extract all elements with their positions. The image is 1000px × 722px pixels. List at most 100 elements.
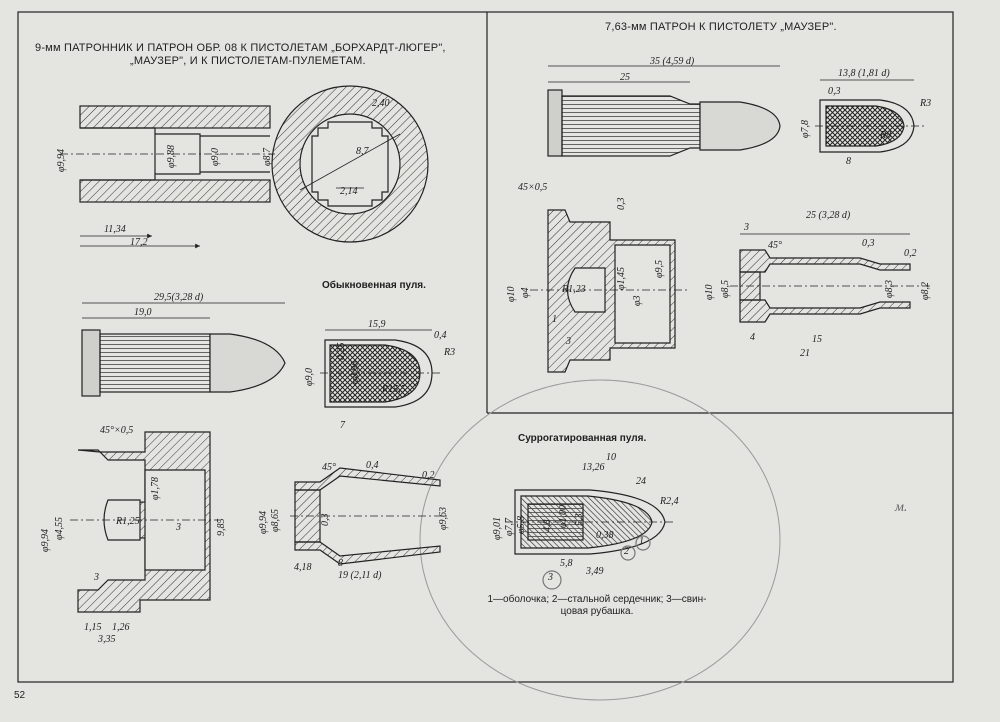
margin-note: м.: [895, 500, 908, 515]
dim-label: φ1,00: [558, 504, 569, 528]
dim-label: 11,34: [104, 224, 126, 235]
dim-label: 4,8: [542, 519, 553, 533]
right-title: 7,63-мм ПАТРОН К ПИСТОЛЕТУ „МАУЗЕР".: [605, 21, 837, 33]
dim-label: 1: [552, 314, 557, 325]
barrel-cross-section: [271, 85, 429, 243]
dim-label: R1,25: [116, 516, 140, 527]
dim-label: 8: [846, 156, 851, 167]
dim-label: 3: [744, 222, 749, 233]
dim-label: φ8,96: [350, 360, 361, 384]
dim-label: φ5,8: [516, 515, 527, 534]
dim-label: φ4: [520, 287, 531, 298]
dim-label: φ9,5: [654, 259, 665, 278]
dim-label: 15: [812, 334, 822, 345]
dim-label: φ7,7: [504, 517, 515, 536]
dim-label: R8: [880, 130, 892, 141]
dim-label: 45°×0,5: [100, 425, 134, 436]
dim-label: 2,40: [372, 98, 390, 109]
dim-label: 19,0: [134, 307, 152, 318]
dim-label: 0,4: [366, 460, 379, 471]
dim-label: 0,2: [422, 470, 435, 481]
dim-label: φ9,94: [258, 510, 269, 534]
dim-label: 3: [94, 572, 99, 583]
case-base-763: [530, 209, 690, 373]
dim-label: 0,4: [434, 330, 447, 341]
dim-label: φ8,3: [884, 279, 895, 298]
dim-label: R2,4: [660, 496, 679, 507]
cartridge-763-side: [547, 65, 781, 157]
callout-2: 2: [624, 546, 629, 557]
callout-3: 3: [548, 572, 553, 583]
ordinary-bullet-caption: Обыкновенная пуля.: [322, 280, 426, 291]
bullet-763: [815, 79, 925, 153]
dim-label: 8: [338, 558, 343, 569]
dim-label: φ1,78: [150, 476, 161, 500]
dim-label: 13,26: [582, 462, 605, 473]
dim-label: 25: [620, 72, 630, 83]
dim-label: 0,3: [828, 86, 841, 97]
dim-label: φ9,0: [304, 367, 315, 386]
legend-line2: цовая рубашка.: [560, 606, 634, 617]
dim-label: 21: [800, 348, 810, 359]
dim-label: φ9,94: [56, 148, 67, 172]
dim-label: 3,49: [586, 566, 604, 577]
surrogate-bullet: [505, 489, 675, 590]
chamber-section-9mm: [60, 105, 275, 249]
dim-label: φ8,65: [270, 508, 281, 532]
dim-label: 45×0,5: [518, 182, 548, 193]
dim-label: 4,18: [294, 562, 312, 573]
dim-label: φ8,5: [720, 279, 731, 298]
dim-label: 0,25: [336, 342, 347, 361]
dim-label: φ9,94: [40, 528, 51, 552]
dim-label: 15,9: [368, 319, 386, 330]
dim-label: φ9,01: [492, 516, 503, 540]
dim-label: R3: [444, 347, 456, 358]
left-title-line2: „МАУЗЕР", И К ПИСТОЛЕТАМ-ПУЛЕМЕТАМ.: [130, 55, 366, 67]
dim-label: 35 (4,59 d): [650, 56, 695, 67]
case-body-9mm: [290, 467, 450, 565]
dim-label: φ8,7: [262, 147, 273, 166]
dim-label: φ8,2: [920, 281, 931, 300]
dim-label: 10: [606, 452, 616, 463]
dim-label: 0,3: [320, 513, 331, 527]
dim-label: 24: [636, 476, 646, 487]
dim-label: φ1,45: [616, 266, 627, 290]
dim-label: 45°: [768, 240, 782, 251]
dim-label: φ9,0: [210, 147, 221, 166]
left-title-line1: 9-мм ПАТРОННИК И ПАТРОН ОБР. 08 К ПИСТОЛ…: [35, 42, 446, 54]
dim-label: 5,8: [560, 558, 573, 569]
dim-label: φ9,63: [438, 506, 449, 530]
legend-line1: 1—оболочка; 2—стальной сердечник; 3—свин…: [487, 594, 707, 605]
dim-label: R3: [920, 98, 932, 109]
ordinary-bullet-9mm: [320, 329, 440, 408]
dim-label: 0,3: [616, 197, 627, 211]
dim-label: 9,85: [216, 518, 227, 537]
dim-label: 3: [176, 522, 181, 533]
dim-label: 1,15: [84, 622, 102, 633]
case-body-763: [730, 233, 930, 323]
dim-label: R1,23: [562, 284, 586, 295]
dim-label: 17,2: [130, 237, 148, 248]
dim-label: 0,2: [904, 248, 917, 259]
dim-label: φ3: [632, 295, 643, 306]
dim-label: 0,38: [596, 530, 614, 541]
dim-label: 45°: [322, 462, 336, 473]
surrogate-bullet-caption: Суррогатированная пуля.: [518, 433, 647, 444]
dim-label: 1,26: [112, 622, 130, 633]
dim-label: 2,14: [340, 186, 358, 197]
dim-label: 3: [566, 336, 571, 347]
page-number: 52: [14, 690, 26, 701]
dim-label: φ4,55: [54, 516, 65, 540]
dim-label: φ7,8: [800, 119, 811, 138]
page-frame: [17, 11, 954, 683]
case-base-9mm: [70, 431, 220, 613]
callout-1: 1: [639, 536, 644, 547]
dim-label: 5,3: [574, 513, 585, 527]
dim-label: φ9,88: [166, 144, 177, 168]
dim-label: φ10: [506, 286, 517, 302]
dim-label: 25 (3,28 d): [806, 210, 851, 221]
dim-label: 3,35: [98, 634, 116, 645]
dim-label: 7: [340, 420, 345, 431]
